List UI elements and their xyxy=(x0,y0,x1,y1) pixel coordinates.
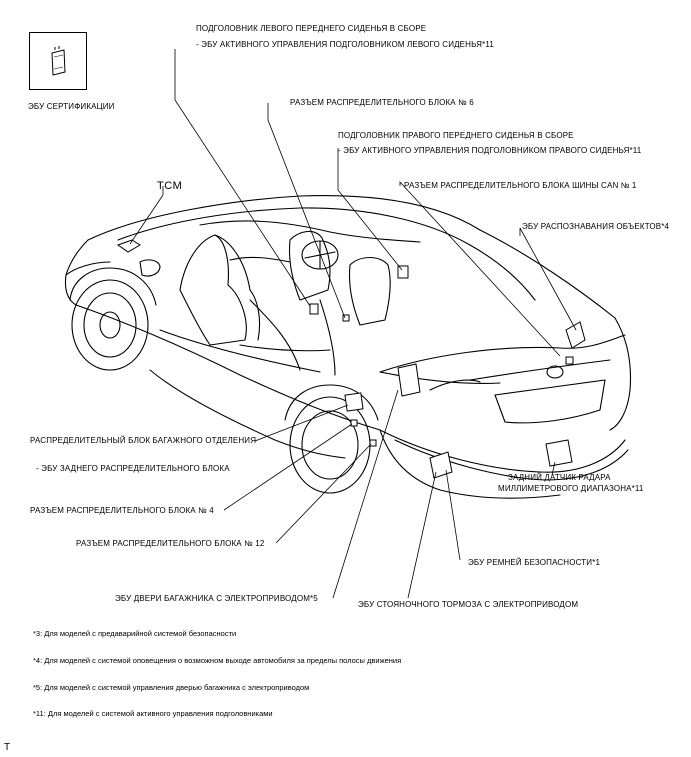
left-headrest-label: ПОДГОЛОВНИК ЛЕВОГО ПЕРЕДНЕГО СИДЕНЬЯ В С… xyxy=(196,24,427,33)
object-recognition-label: ЭБУ РАСПОЗНАВАНИЯ ОБЪЕКТОВ*4 xyxy=(522,222,670,231)
tcm-unit xyxy=(116,239,141,253)
can-junction-1 xyxy=(565,356,574,365)
junction-block-luggage xyxy=(344,392,364,412)
car-body-outline xyxy=(64,195,631,499)
power-door-ecu-label: ЭБУ ДВЕРИ БАГАЖНИКА С ЭЛЕКТРОПРИВОДОМ*5 xyxy=(115,594,318,603)
seatbelt-ecu-label: ЭБУ РЕМНЕЙ БЕЗОПАСНОСТИ*1 xyxy=(468,558,601,567)
rear-radar-label-1: ЗАДНИЙ ДАТЧИК РАДАРА xyxy=(508,473,611,482)
leader-lines xyxy=(129,49,577,599)
footnote-3: *3: Для моделей с предаварийной системой… xyxy=(33,629,237,638)
rear-junction-ecu-label: - ЭБУ ЗАДНЕГО РАСПРЕДЕЛИТЕЛЬНОГО БЛОКА xyxy=(36,464,230,473)
footnote-4: *4: Для моделей с системой оповещения о … xyxy=(33,656,402,665)
rear-radar-label-2: МИЛЛИМЕТРОВОГО ДИАПАЗОНА*11 xyxy=(498,484,644,493)
headrest-ecu-right xyxy=(397,265,409,279)
cert-ecu-icon xyxy=(51,46,66,76)
junction-conn-6 xyxy=(342,314,350,322)
junction-conn-6-label: РАЗЪЕМ РАСПРЕДЕЛИТЕЛЬНОГО БЛОКА № 6 xyxy=(290,98,474,107)
cert-ecu-inset xyxy=(29,32,87,90)
rear-radar-sensor xyxy=(545,439,573,467)
left-headrest-ecu-label: - ЭБУ АКТИВНОГО УПРАВЛЕНИЯ ПОДГОЛОВНИКОМ… xyxy=(196,40,494,49)
parking-brake-ecu xyxy=(397,363,421,397)
luggage-junction-label: РАСПРЕДЕЛИТЕЛЬНЫЙ БЛОК БАГАЖНОГО ОТДЕЛЕН… xyxy=(30,436,257,445)
can-junction-label: РАЗЪЕМ РАСПРЕДЕЛИТЕЛЬНОГО БЛОКА ШИНЫ CAN… xyxy=(404,181,637,190)
object-recognition-ecu xyxy=(565,321,586,349)
footnote-11: *11: Для моделей с системой активного уп… xyxy=(33,709,273,718)
junction-conn-4-label: РАЗЪЕМ РАСПРЕДЕЛИТЕЛЬНОГО БЛОКА № 4 xyxy=(30,506,214,515)
tcm-label: TCM xyxy=(157,180,183,192)
headrest-ecu-left xyxy=(309,303,319,315)
footnote-5: *5: Для моделей с системой управления дв… xyxy=(33,683,310,692)
junction-conn-12 xyxy=(369,439,377,447)
components xyxy=(116,239,586,479)
right-headrest-label: ПОДГОЛОВНИК ПРАВОГО ПЕРЕДНЕГО СИДЕНЬЯ В … xyxy=(338,131,574,140)
cert-ecu-label: ЭБУ СЕРТИФИКАЦИИ xyxy=(28,102,115,111)
junction-conn-12-label: РАЗЪЕМ РАСПРЕДЕЛИТЕЛЬНОГО БЛОКА № 12 xyxy=(76,539,265,548)
right-headrest-ecu-label: - ЭБУ АКТИВНОГО УПРАВЛЕНИЯ ПОДГОЛОВНИКОМ… xyxy=(338,146,642,155)
junction-conn-4 xyxy=(350,419,358,427)
corner-mark: T xyxy=(4,742,11,753)
parking-brake-ecu-label: ЭБУ СТОЯНОЧНОГО ТОРМОЗА С ЭЛЕКТРОПРИВОДО… xyxy=(358,600,579,609)
